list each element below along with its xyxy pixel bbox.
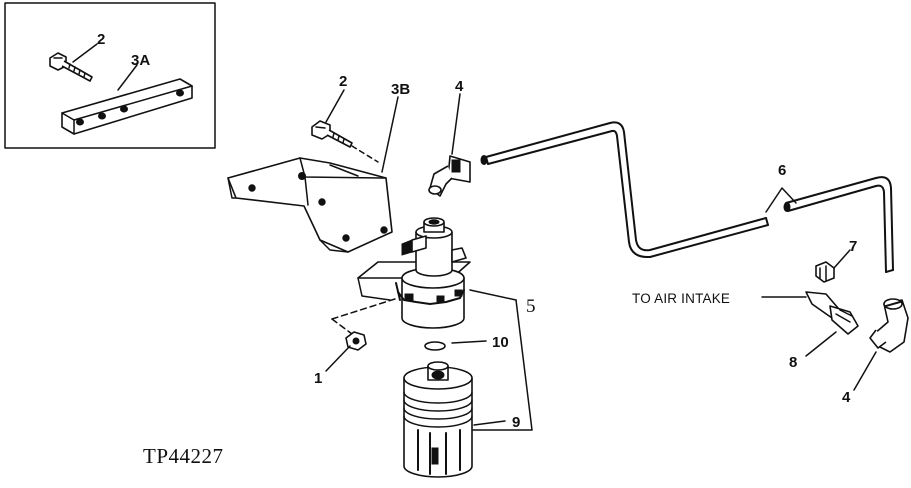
filter-bowl-9	[403, 361, 473, 478]
callout-2-inset: 2	[97, 31, 105, 48]
bracket-bolt-part	[311, 120, 353, 148]
leader-10	[451, 340, 487, 344]
o-ring-10	[424, 341, 446, 351]
leader-9	[473, 420, 506, 426]
callout-3b: 3B	[391, 81, 410, 98]
tube-6-right	[783, 176, 894, 273]
leader-5-top	[469, 289, 517, 301]
callout-5: 5	[526, 296, 536, 317]
leader-7	[833, 249, 851, 269]
callout-7: 7	[849, 238, 857, 255]
leader-6	[765, 187, 797, 213]
bolt-to-bracket-dash	[351, 145, 379, 163]
leader-2-main	[325, 89, 345, 123]
callout-3a: 3A	[131, 52, 150, 69]
filter-head-5	[357, 217, 471, 329]
callout-6: 6	[778, 162, 786, 179]
nut-1	[345, 331, 367, 351]
leader-3b	[381, 96, 399, 173]
elbow-fitting-4-top	[428, 155, 471, 197]
inset-box: 2 3A	[4, 2, 216, 149]
callout-10: 10	[492, 334, 509, 351]
nut-dash-line	[331, 297, 399, 320]
callout-1: 1	[314, 370, 322, 387]
fitting-7	[815, 261, 835, 283]
elbow-fitting-4-bottom	[869, 298, 909, 353]
leader-4-bottom	[853, 351, 877, 391]
to-air-intake-label: TO AIR INTAKE	[632, 291, 730, 306]
callout-8: 8	[789, 354, 797, 371]
callout-9: 9	[512, 414, 520, 431]
callout-4-top: 4	[455, 78, 464, 95]
nut-dash-line-2	[331, 318, 353, 335]
mounting-bracket-3b	[227, 157, 393, 253]
leader-3a	[117, 64, 138, 91]
leader-1	[325, 345, 351, 372]
leader-8	[805, 331, 837, 357]
inset-bar-part	[61, 78, 193, 135]
callout-4-bottom: 4	[842, 389, 851, 406]
tube-6-left	[480, 121, 769, 259]
leader-5-bracket	[467, 299, 533, 431]
adapter-fitting-8	[805, 291, 859, 335]
leader-2-inset	[72, 43, 98, 63]
inset-frame	[4, 2, 216, 149]
figure-id: TP44227	[143, 444, 224, 468]
inset-bolt-part	[49, 52, 93, 82]
leader-4-top	[451, 93, 461, 155]
callout-2-main: 2	[339, 73, 347, 90]
